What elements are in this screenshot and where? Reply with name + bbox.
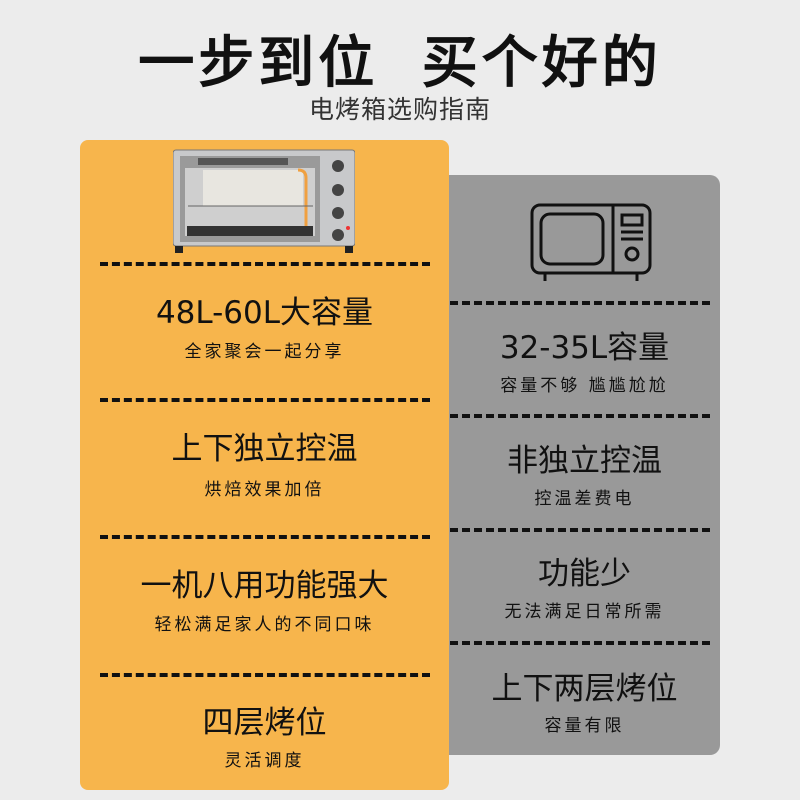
divider [100, 262, 430, 266]
feature-title: 四层烤位 [202, 705, 327, 741]
divider [100, 398, 430, 402]
feature-title: 32-35L容量 [499, 330, 670, 366]
feature-title: 上下两层烤位 [491, 671, 678, 707]
divider [100, 535, 430, 539]
feature-desc: 轻松满足家人的不同口味 [154, 615, 375, 635]
page-title: 一步到位 买个好的 [138, 31, 662, 96]
feature-title: 一机八用功能强大 [140, 568, 389, 604]
feature-desc: 全家聚会一起分享 [184, 342, 345, 362]
microwave-icon [530, 203, 652, 281]
feature-desc: 灵活调度 [224, 751, 305, 771]
feature-desc: 烘焙效果加倍 [204, 480, 325, 500]
divider [100, 673, 430, 677]
feature-title: 非独立控温 [507, 443, 662, 479]
feature-desc: 控温差费电 [534, 489, 635, 509]
page-subtitle: 电烤箱选购指南 [308, 95, 491, 124]
divider [450, 414, 710, 418]
feature-title: 48L-60L大容量 [155, 295, 374, 331]
divider [450, 301, 710, 305]
divider [450, 641, 710, 645]
feature-desc: 容量不够 尴尴尬尬 [500, 376, 669, 396]
feature-desc: 容量有限 [544, 716, 625, 736]
oven-photo [173, 149, 355, 253]
feature-desc: 无法满足日常所需 [504, 602, 665, 622]
feature-title: 功能少 [538, 556, 631, 592]
feature-title: 上下独立控温 [171, 431, 358, 467]
divider [450, 528, 710, 532]
recommended-oven-panel [80, 140, 449, 790]
